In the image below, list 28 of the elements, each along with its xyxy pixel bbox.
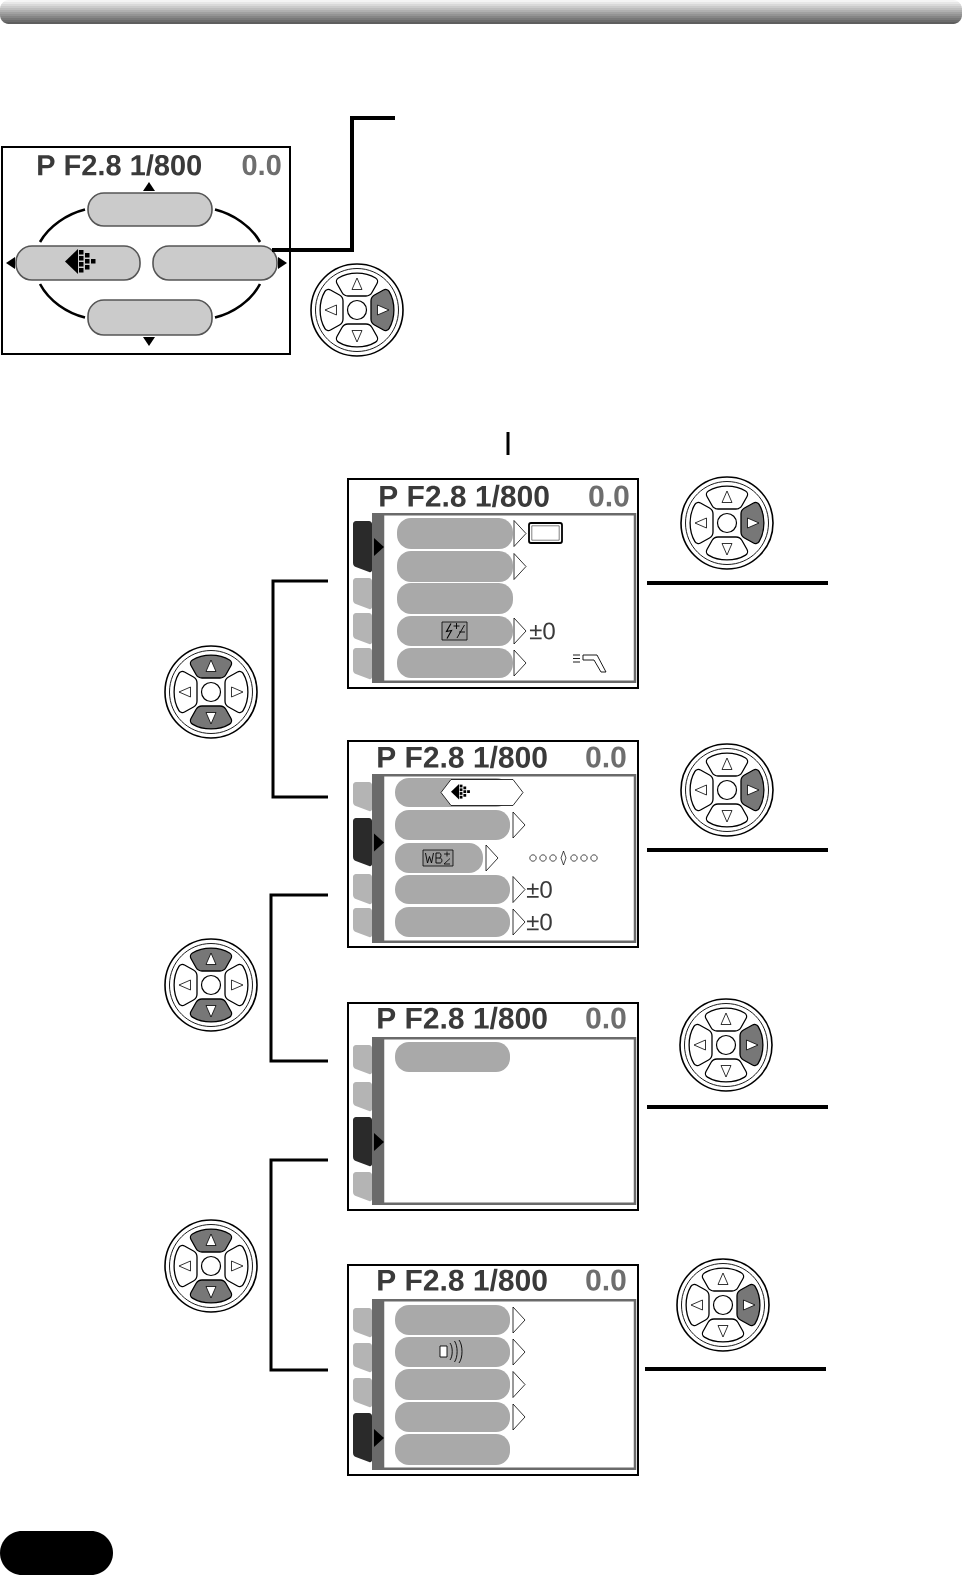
value-readout: ±0 [526, 913, 552, 931]
exposure-readout: 0.0 [586, 1007, 626, 1029]
exposure-readout: 0.0 [242, 154, 281, 176]
exposure-readout: 0.0 [586, 1269, 626, 1291]
status-readout: P F2.8 1/800 [38, 154, 202, 176]
curved-line [38, 283, 86, 319]
exposure-readout: 0.0 [589, 485, 629, 507]
menu-pill [152, 245, 278, 281]
value-readout: ±0 [529, 622, 555, 640]
curved-line [214, 208, 262, 243]
menu-pill [395, 1042, 510, 1072]
bracket-line [271, 579, 328, 799]
menu-pill [397, 583, 513, 614]
status-readout: P F2.8 1/800 [380, 484, 549, 508]
status-readout: P F2.8 1/800 [378, 745, 547, 769]
menu-pill [395, 1434, 510, 1465]
curved-line [38, 208, 86, 243]
menu-pill [15, 245, 141, 281]
bracket-line [269, 893, 328, 1063]
curved-line [214, 283, 262, 319]
bracket-line [269, 1158, 328, 1372]
exposure-readout: 0.0 [586, 746, 626, 768]
leader-line [272, 116, 395, 252]
status-readout: P F2.8 1/800 [378, 1006, 547, 1030]
value-readout: ±0 [526, 881, 552, 898]
menu-pill [87, 192, 213, 227]
menu-pill [87, 299, 213, 336]
status-readout: P F2.8 1/800 [378, 1268, 547, 1292]
